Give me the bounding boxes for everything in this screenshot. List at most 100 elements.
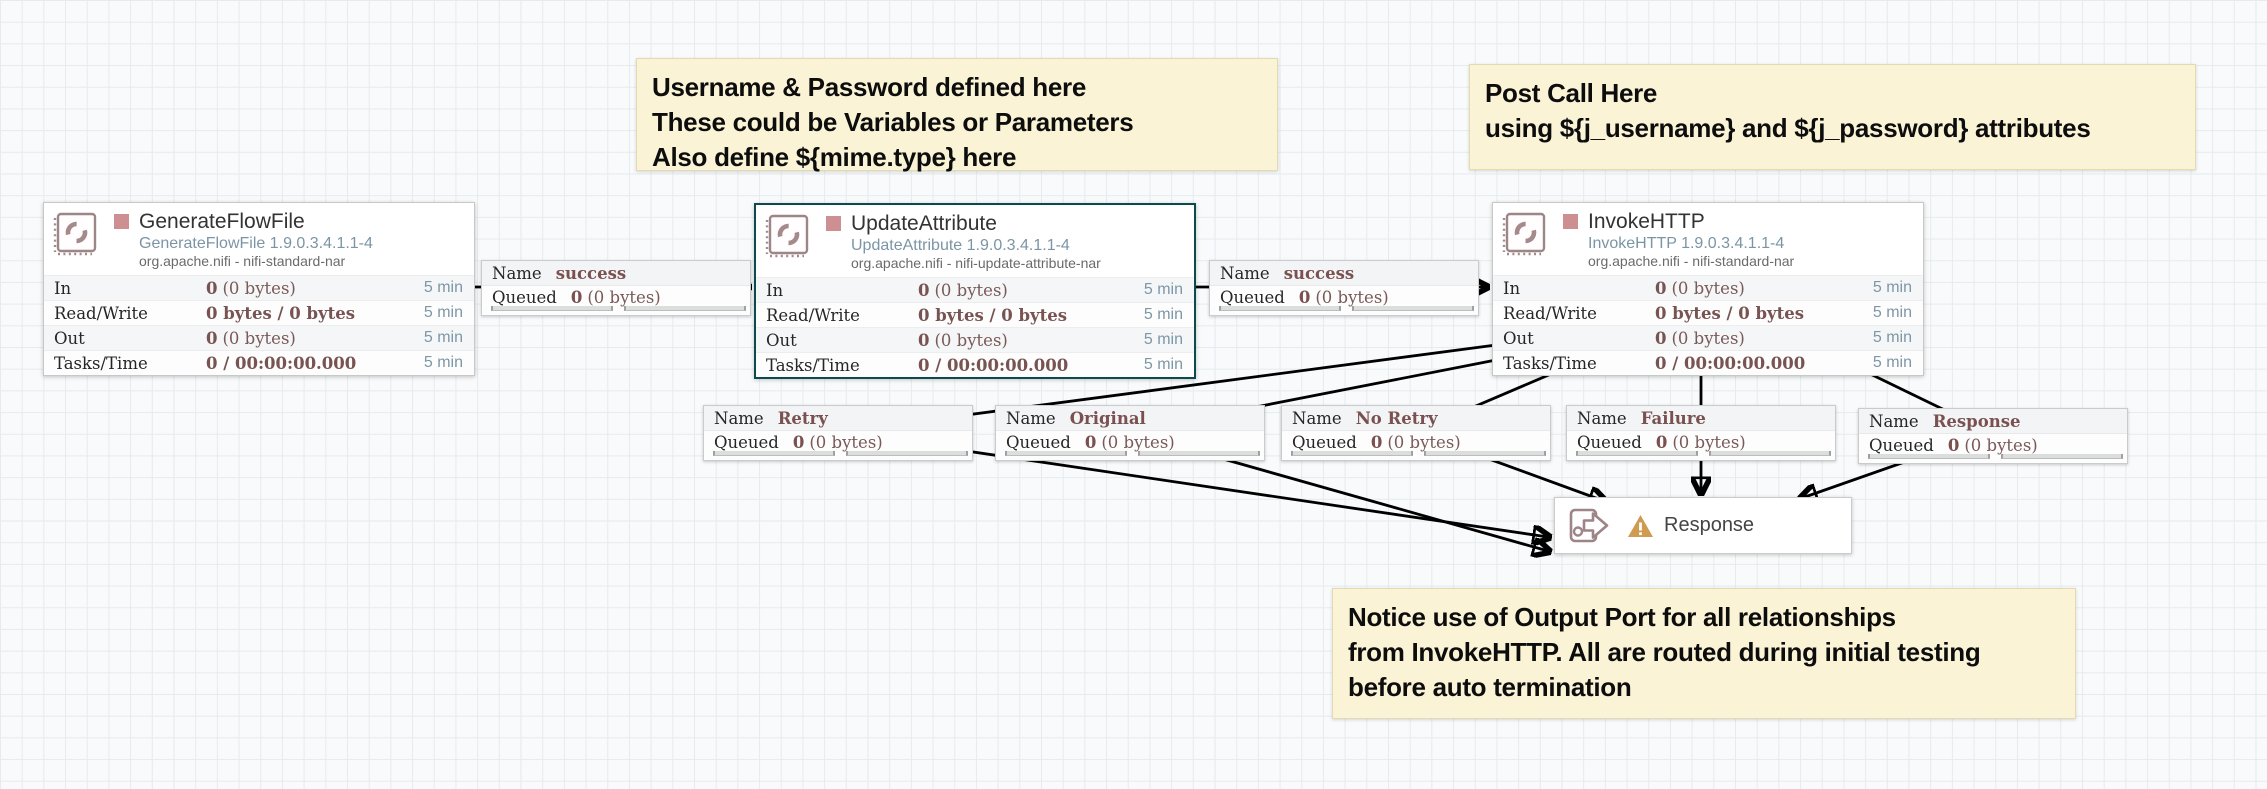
stat-label: Tasks/Time (54, 353, 148, 373)
note-line: from InvokeHTTP. All are routed during i… (1348, 637, 1981, 667)
stat-window: 5 min (1143, 356, 1183, 373)
queued-label: Queued (492, 288, 557, 307)
stat-value: 0(0 bytes) (1655, 328, 1745, 348)
connection-label-success-2[interactable]: Name success Queued 0(0 bytes) (1209, 260, 1479, 316)
stat-window: 5 min (1143, 306, 1183, 323)
queue-count-indicator (1005, 451, 1127, 456)
stat-value: 0(0 bytes) (1655, 278, 1745, 298)
note-post-call[interactable]: Post Call Here using ${j_username} and $… (1469, 64, 2196, 170)
stat-label: In (1503, 278, 1521, 298)
stat-label: In (766, 280, 784, 300)
processor-header: InvokeHTTP InvokeHTTP 1.9.0.3.4.1.1-4 or… (1493, 203, 1923, 275)
queued-value: 0(0 bytes) (792, 433, 883, 452)
stat-value: 0 / 00:00:00.000 (918, 355, 1069, 375)
stat-value: 0(0 bytes) (918, 330, 1008, 350)
processor-header: UpdateAttribute UpdateAttribute 1.9.0.3.… (756, 205, 1194, 277)
processor-invokehttp[interactable]: InvokeHTTP InvokeHTTP 1.9.0.3.4.1.1-4 or… (1492, 202, 1924, 376)
output-port-name: Response (1664, 514, 1755, 536)
stat-label: Read/Write (1503, 303, 1597, 323)
stat-value: 0(0 bytes) (206, 328, 296, 348)
queue-size-indicator (1709, 451, 1831, 456)
queued-label: Queued (1220, 288, 1285, 307)
queued-value: 0(0 bytes) (1298, 288, 1389, 307)
warning-icon (1627, 513, 1654, 539)
stat-label: Tasks/Time (766, 355, 860, 375)
name-label: Name (714, 408, 764, 428)
stat-row-taskstime: Tasks/Time 0 / 00:00:00.000 5 min (44, 350, 474, 375)
note-output-port[interactable]: Notice use of Output Port for all relati… (1332, 588, 2076, 719)
queued-value: 0(0 bytes) (1947, 436, 2038, 455)
queued-label: Queued (1006, 433, 1071, 452)
queue-count-indicator (491, 306, 613, 311)
stat-window: 5 min (1143, 331, 1183, 348)
stat-window: 5 min (423, 304, 463, 321)
queue-indicators (1210, 306, 1478, 312)
processor-updateattribute[interactable]: UpdateAttribute UpdateAttribute 1.9.0.3.… (754, 203, 1196, 379)
stat-row-out: Out 0(0 bytes) 5 min (756, 327, 1194, 352)
queue-indicators (1282, 451, 1550, 457)
name-label: Name (492, 263, 542, 283)
stat-label: Out (766, 330, 797, 350)
connection-name: Failure (1640, 408, 1706, 428)
processor-title: GenerateFlowFile (139, 210, 305, 233)
note-line: Notice use of Output Port for all relati… (1348, 602, 1896, 632)
queue-indicators (1859, 454, 2127, 460)
connection-name: No Retry (1355, 408, 1438, 428)
output-port-response[interactable]: Response (1554, 497, 1852, 554)
queue-size-indicator (2001, 454, 2123, 459)
processor-generateflowfile[interactable]: GenerateFlowFile GenerateFlowFile 1.9.0.… (43, 202, 475, 376)
name-label: Name (1220, 263, 1270, 283)
stat-row-taskstime: Tasks/Time 0 / 00:00:00.000 5 min (756, 352, 1194, 377)
stat-window: 5 min (1872, 279, 1912, 296)
processor-type: InvokeHTTP 1.9.0.3.4.1.1-4 (1588, 235, 1785, 252)
stat-window: 5 min (423, 329, 463, 346)
stat-window: 5 min (423, 354, 463, 371)
processor-type: UpdateAttribute 1.9.0.3.4.1.1-4 (851, 237, 1070, 254)
name-label: Name (1869, 411, 1919, 431)
stat-label: Read/Write (54, 303, 148, 323)
connection-name: success (1283, 263, 1355, 283)
name-label: Name (1577, 408, 1627, 428)
stat-window: 5 min (1872, 329, 1912, 346)
stat-value: 0 / 00:00:00.000 (206, 353, 357, 373)
queue-count-indicator (713, 451, 835, 456)
queue-count-indicator (1868, 454, 1990, 459)
processor-type: GenerateFlowFile 1.9.0.3.4.1.1-4 (139, 235, 373, 252)
stat-label: Read/Write (766, 305, 860, 325)
name-label: Name (1292, 408, 1342, 428)
processor-stats: In 0(0 bytes) 5 min Read/Write 0 bytes / 0 … (1493, 275, 1923, 375)
queue-indicators (996, 451, 1264, 457)
note-credentials[interactable]: Username & Password defined here These c… (636, 58, 1278, 172)
stat-row-in: In 0(0 bytes) 5 min (1493, 275, 1923, 300)
note-line: Also define ${mime.type} here (652, 142, 1017, 172)
stat-row-readwrite: Read/Write 0 bytes / 0 bytes 5 min (1493, 300, 1923, 325)
processor-title: UpdateAttribute (851, 212, 997, 235)
stat-window: 5 min (1872, 304, 1912, 321)
stat-value: 0 bytes / 0 bytes (1655, 303, 1805, 323)
note-line: using ${j_username} and ${j_password} at… (1485, 113, 2091, 143)
queue-count-indicator (1219, 306, 1341, 311)
processor-title: InvokeHTTP (1588, 210, 1705, 233)
stat-window: 5 min (1143, 281, 1183, 298)
queued-label: Queued (1577, 433, 1642, 452)
queue-size-indicator (624, 306, 746, 311)
queued-label: Queued (1292, 433, 1357, 452)
queued-value: 0(0 bytes) (570, 288, 661, 307)
stat-window: 5 min (1872, 354, 1912, 371)
connection-name: Original (1069, 408, 1146, 428)
